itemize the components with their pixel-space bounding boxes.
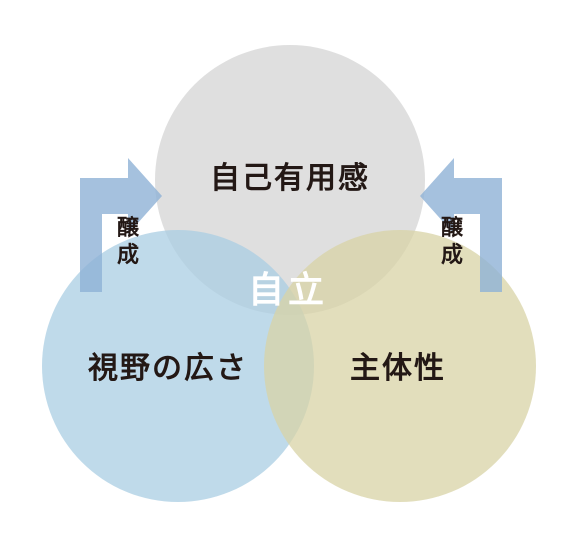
circle-top-label: 自己有用感 — [210, 161, 370, 196]
center-label: 自立 — [248, 270, 328, 311]
arrow-right-label-bottom: 成 — [441, 243, 463, 268]
arrow-right-label-top: 醸 — [441, 215, 464, 241]
arrow-right — [420, 158, 502, 292]
circle-right-label: 主体性 — [350, 351, 446, 386]
circle-right — [264, 230, 536, 502]
arrow-left — [80, 158, 162, 292]
circle-left-label: 視野の広さ — [88, 351, 248, 386]
arrow-left-label-top: 醸 — [117, 215, 140, 241]
circles-group — [42, 45, 536, 502]
arrow-left-label-bottom: 成 — [117, 243, 139, 268]
circle-left — [42, 230, 314, 502]
